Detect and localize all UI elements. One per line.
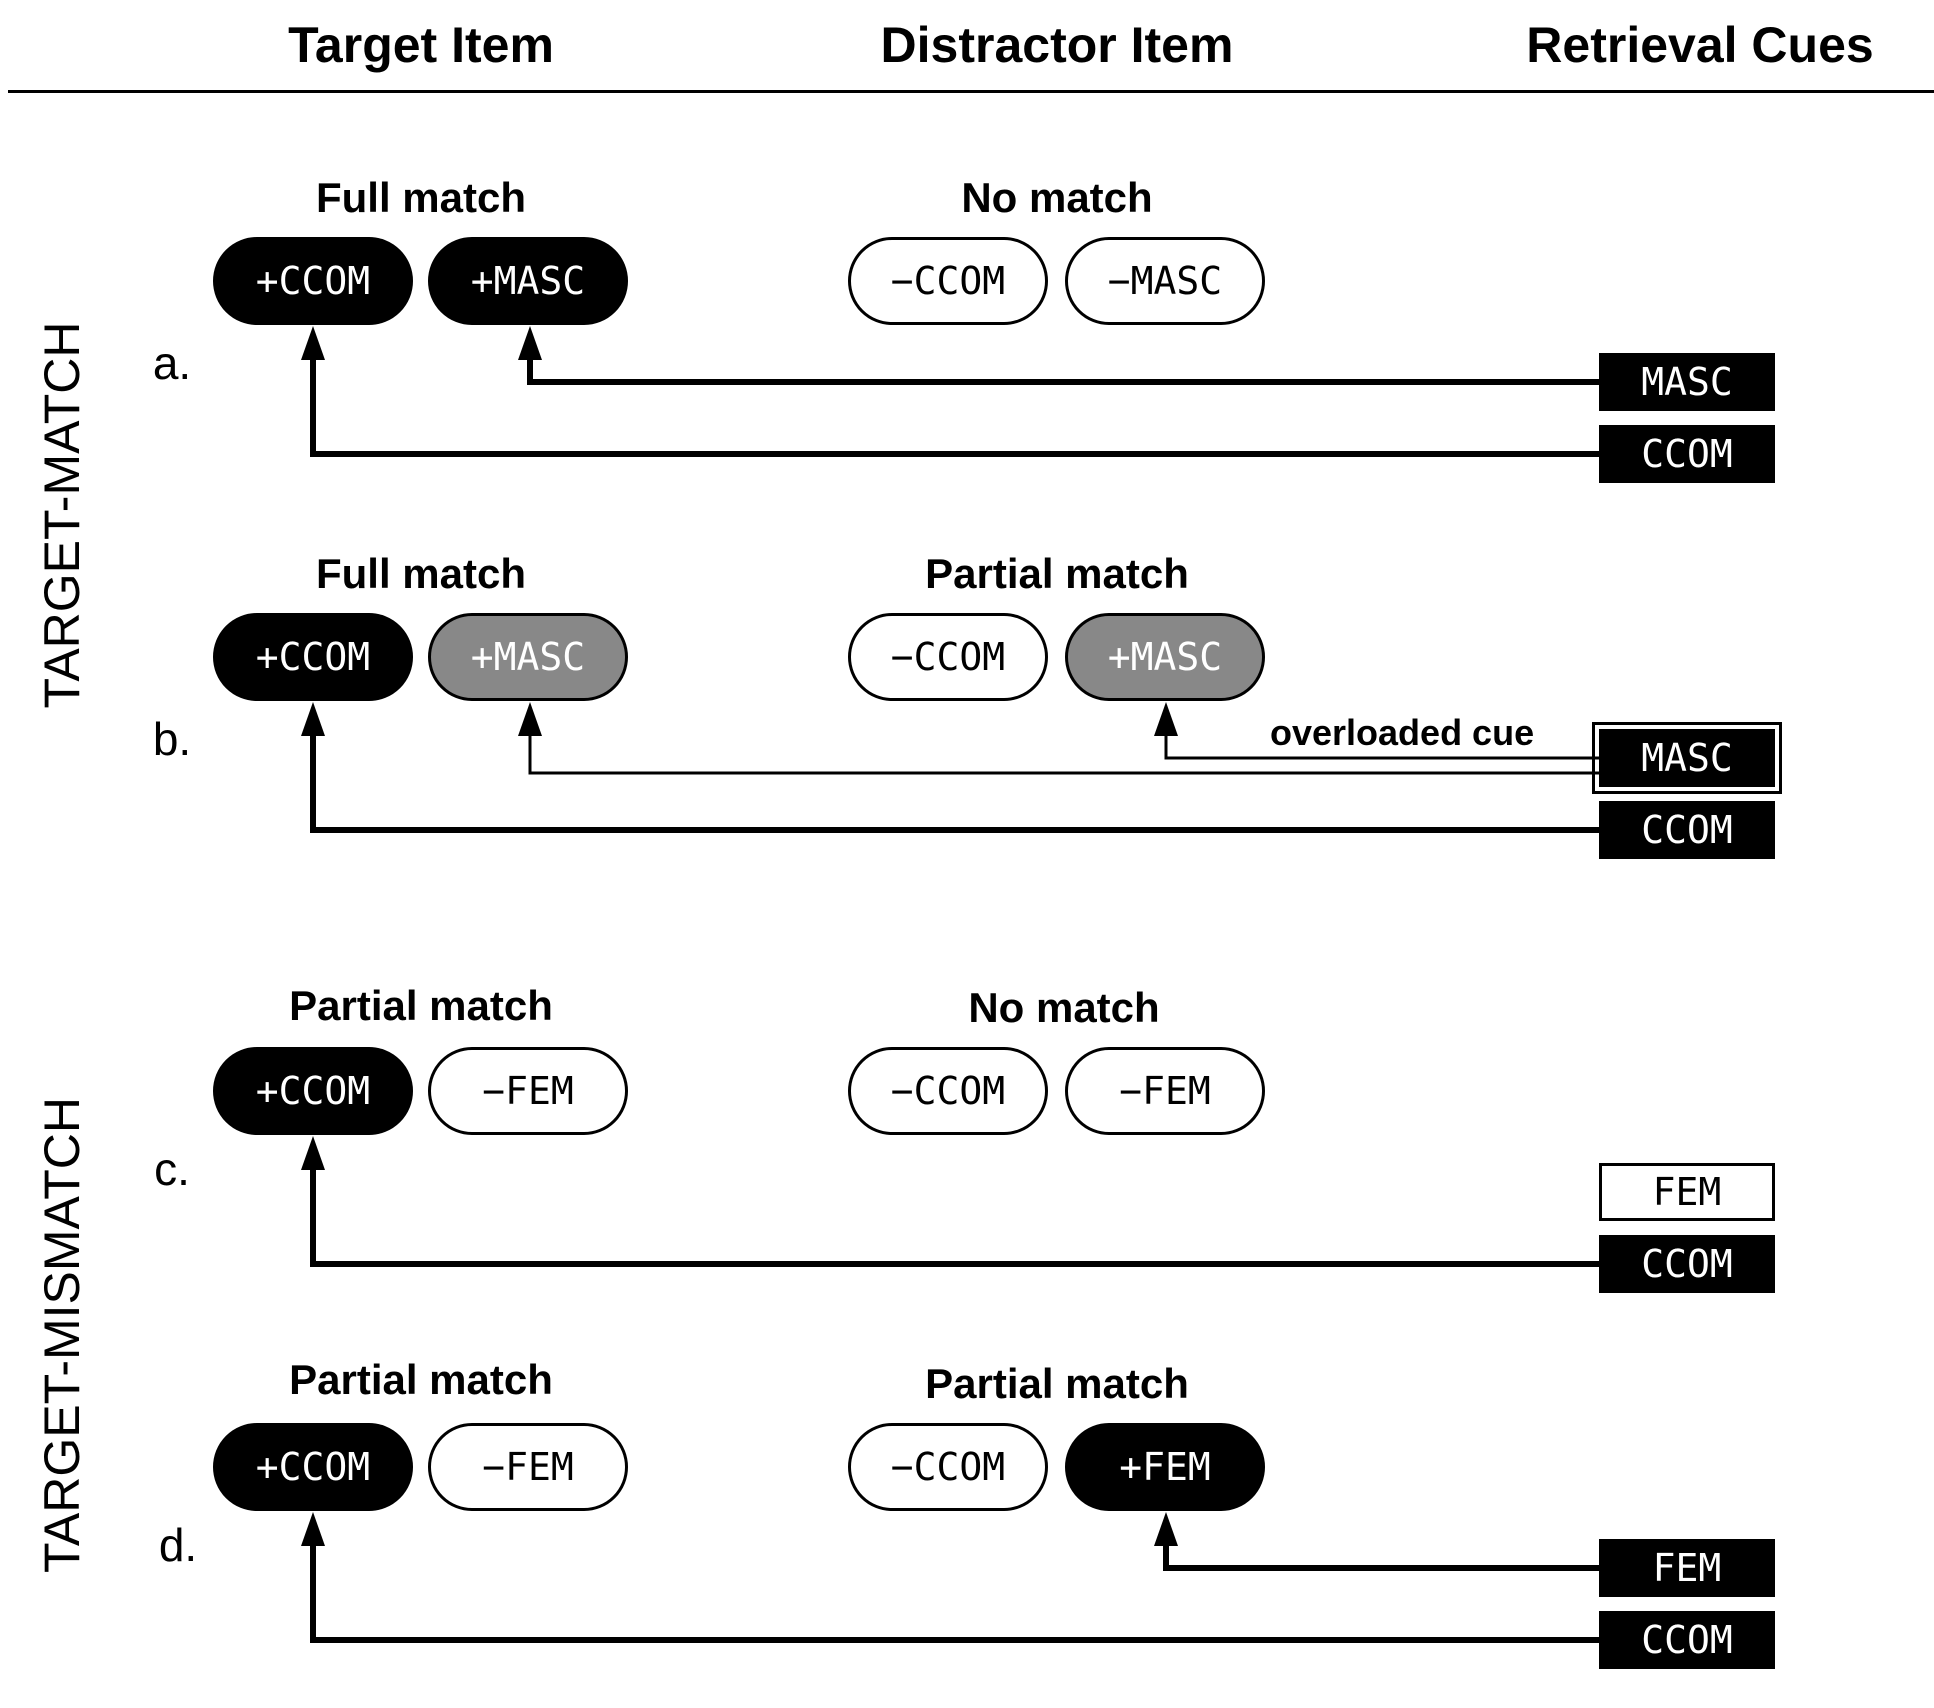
target-feature-fem-d: −FEM	[428, 1423, 628, 1511]
arrow-ccom-to-target-c	[310, 1160, 1599, 1267]
cue-ccom-d: CCOM	[1599, 1611, 1775, 1669]
arrowhead-icon	[518, 326, 542, 360]
target-feature-ccom-b: +CCOM	[213, 613, 413, 701]
overloaded-cue-note: overloaded cue	[1270, 712, 1535, 753]
distractor-feature-ccom-d: −CCOM	[848, 1423, 1048, 1511]
target-feature-ccom-a: +CCOM	[213, 237, 413, 325]
arrow-ccom-to-target-b	[310, 726, 1599, 833]
column-header-target: Target Item	[288, 17, 554, 73]
distractor-match-label-b: Partial match	[925, 550, 1189, 597]
target-feature-masc-a: +MASC	[428, 237, 628, 325]
target-match-label-d: Partial match	[289, 1356, 553, 1403]
arrowhead-icon	[518, 702, 542, 736]
target-match-label-c: Partial match	[289, 982, 553, 1029]
column-header-distractor: Distractor Item	[880, 17, 1234, 73]
cue-fem-d: FEM	[1599, 1539, 1775, 1597]
arrowhead-icon	[301, 1512, 325, 1546]
distractor-feature-ccom-b: −CCOM	[848, 613, 1048, 701]
column-header-cues: Retrieval Cues	[1526, 17, 1874, 73]
row-label-a: a.	[152, 337, 192, 389]
cue-ccom-a: CCOM	[1599, 425, 1775, 483]
row-label-c: c.	[154, 1143, 190, 1195]
cue-ccom-c: CCOM	[1599, 1235, 1775, 1293]
target-feature-masc-b: +MASC	[428, 613, 628, 701]
arrowhead-icon	[301, 326, 325, 360]
distractor-feature-ccom-a: −CCOM	[848, 237, 1048, 325]
header-divider	[8, 90, 1934, 93]
distractor-feature-fem-c: −FEM	[1065, 1047, 1265, 1135]
arrowhead-icon	[301, 702, 325, 736]
cue-masc-a: MASC	[1599, 353, 1775, 411]
arrow-ccom-to-target-d	[310, 1536, 1599, 1643]
arrowhead-icon	[1154, 702, 1178, 736]
cue-fem-c: FEM	[1599, 1163, 1775, 1221]
row-label-d: d.	[158, 1519, 198, 1571]
target-feature-fem-c: −FEM	[428, 1047, 628, 1135]
distractor-feature-masc-a: −MASC	[1065, 237, 1265, 325]
distractor-match-label-a: No match	[961, 174, 1153, 221]
distractor-match-label-c: No match	[968, 984, 1160, 1031]
distractor-feature-ccom-c: −CCOM	[848, 1047, 1048, 1135]
distractor-feature-fem-d: +FEM	[1065, 1423, 1265, 1511]
target-match-label-b: Full match	[315, 550, 527, 597]
arrowhead-icon	[1154, 1512, 1178, 1546]
target-feature-ccom-d: +CCOM	[213, 1423, 413, 1511]
arrow-fem-to-distractor-d	[1163, 1536, 1599, 1571]
target-feature-ccom-c: +CCOM	[213, 1047, 413, 1135]
arrow-masc-to-target-a	[527, 350, 1599, 385]
cue-ccom-b: CCOM	[1599, 801, 1775, 859]
arrow-masc-to-distractor-b	[1164, 726, 1599, 760]
arrowhead-icon	[301, 1136, 325, 1170]
target-match-label-a: Full match	[315, 174, 527, 221]
arrow-ccom-to-target-a	[310, 350, 1599, 457]
distractor-feature-masc-b: +MASC	[1065, 613, 1265, 701]
arrow-masc-to-target-b	[528, 726, 1599, 775]
distractor-match-label-d: Partial match	[925, 1360, 1189, 1407]
cue-masc-b: MASC	[1592, 722, 1782, 794]
row-label-b: b.	[152, 713, 192, 765]
